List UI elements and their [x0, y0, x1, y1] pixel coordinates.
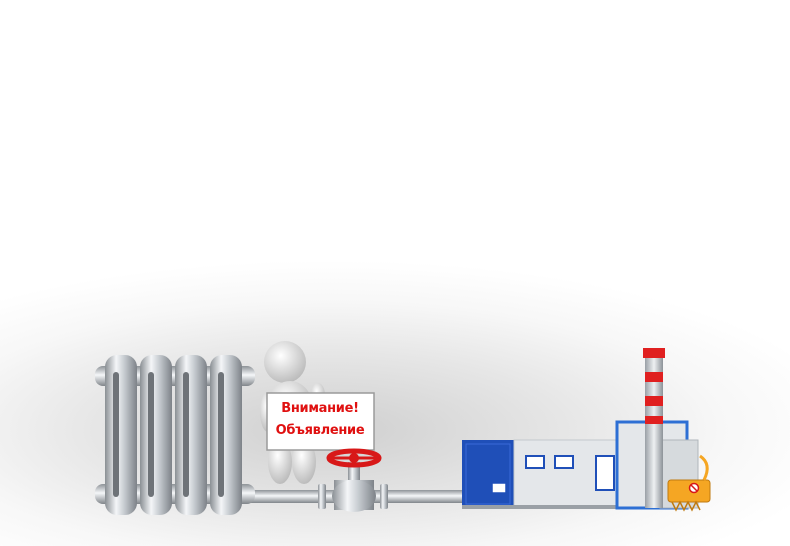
radiator-icon: [95, 355, 255, 515]
valve-icon: [326, 448, 382, 512]
chimney-icon: [643, 348, 665, 508]
sign-line-announcement: Объявление: [275, 423, 365, 438]
sign-line-attention: Внимание!: [281, 401, 359, 416]
sign-board: [266, 392, 375, 451]
boiler-house-icon: [462, 420, 699, 510]
fuel-tank: [667, 454, 711, 512]
sign-text: Внимание! Объявление: [272, 398, 368, 442]
no-smoking-icon: [688, 482, 700, 494]
